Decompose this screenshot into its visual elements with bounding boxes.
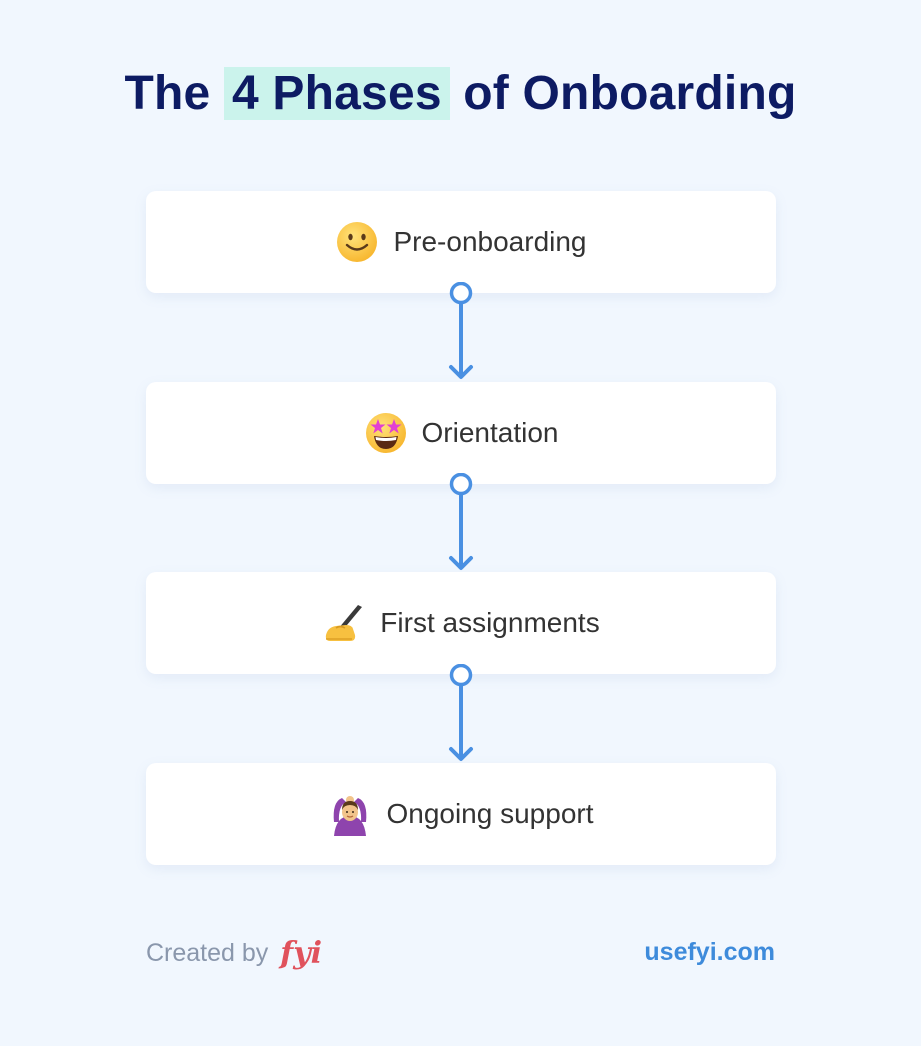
phase-card-first-assignments: First assignments — [146, 572, 776, 674]
phase-card-pre-onboarding: Pre-onboarding — [146, 191, 776, 293]
page-title: The 4 Phases of Onboarding — [0, 56, 921, 132]
brand-logo: fyi — [280, 936, 323, 971]
credit-text: Created by — [146, 939, 269, 967]
arrow-down-connector — [449, 282, 473, 379]
phase-label: Orientation — [421, 417, 559, 448]
phase-card-orientation: Orientation — [146, 382, 776, 484]
title-after: of Onboarding — [463, 67, 797, 120]
arrow-down-connector — [449, 664, 473, 761]
writing-hand-icon — [326, 605, 363, 641]
footer-credit: Created by fyi — [146, 936, 322, 971]
site-link[interactable]: usefyi.com — [644, 938, 775, 966]
smiling-face-icon — [337, 222, 378, 262]
phase-label: Ongoing support — [386, 798, 594, 829]
title-highlight: 4 Phases — [223, 67, 450, 120]
phase-label: Pre-onboarding — [393, 226, 587, 257]
phase-label: First assignments — [380, 607, 600, 638]
phase-card-ongoing-support: Ongoing support — [146, 763, 776, 865]
arrow-down-connector — [449, 473, 473, 570]
woman-gesturing-ok-icon — [334, 796, 367, 836]
title-before: The — [124, 67, 211, 120]
star-struck-face-icon — [365, 413, 406, 453]
